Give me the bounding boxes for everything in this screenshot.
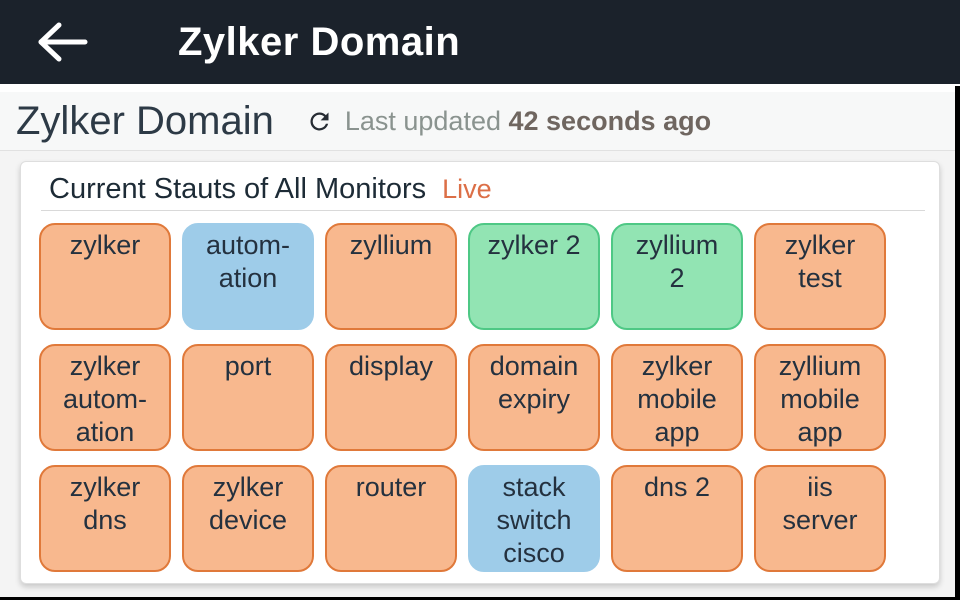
app-bar-title: Zylker Domain (178, 19, 461, 64)
monitor-tile-zylker-test[interactable]: zylker test (754, 223, 886, 330)
live-badge: Live (442, 174, 492, 204)
monitor-tile-stack-switch-cisco[interactable]: stack switch cisco (468, 465, 600, 572)
monitor-tile-zylker-2[interactable]: zylker 2 (468, 223, 600, 330)
panel-header: Current Stauts of All Monitors Live (41, 162, 925, 211)
monitor-tile-zylker-autom-ation[interactable]: zylker autom- ation (39, 344, 171, 451)
screen-edge-right (955, 86, 960, 600)
page-title: Zylker Domain (16, 98, 274, 143)
last-updated-text: Last updated 42 seconds ago (345, 106, 711, 137)
arrow-left-icon (35, 20, 89, 64)
monitor-tile-autom-ation[interactable]: autom- ation (182, 223, 314, 330)
monitor-tile-router[interactable]: router (325, 465, 457, 572)
screen-edge-bottom (0, 597, 960, 600)
monitor-tile-port[interactable]: port (182, 344, 314, 451)
header-gap (0, 84, 960, 92)
monitor-tile-zyllium-mobile-app[interactable]: zyllium mobile app (754, 344, 886, 451)
page-header: Zylker Domain Last updated 42 seconds ag… (0, 92, 960, 151)
monitor-tile-zyllium[interactable]: zyllium (325, 223, 457, 330)
monitor-tile-dns-2[interactable]: dns 2 (611, 465, 743, 572)
refresh-button[interactable] (306, 108, 333, 135)
panel-title: Current Stauts of All Monitors (49, 173, 427, 205)
app-bar: Zylker Domain (0, 0, 960, 84)
last-updated-value: 42 seconds ago (508, 105, 712, 136)
monitor-tile-zylker-device[interactable]: zylker device (182, 465, 314, 572)
monitor-tile-zylker-mobile-app[interactable]: zylker mobile app (611, 344, 743, 451)
monitor-tile-zylker-dns[interactable]: zylker dns (39, 465, 171, 572)
monitor-tile-domain-expiry[interactable]: domain expiry (468, 344, 600, 451)
refresh-icon (306, 108, 333, 135)
monitor-tile-iis-server[interactable]: iis server (754, 465, 886, 572)
monitors-card: Current Stauts of All Monitors Live zylk… (20, 161, 940, 584)
monitor-tile-display[interactable]: display (325, 344, 457, 451)
back-button[interactable] (34, 18, 90, 66)
monitor-tile-zyllium-2[interactable]: zyllium 2 (611, 223, 743, 330)
monitor-tile-zylker[interactable]: zylker (39, 223, 171, 330)
last-updated-label: Last updated (344, 105, 501, 136)
